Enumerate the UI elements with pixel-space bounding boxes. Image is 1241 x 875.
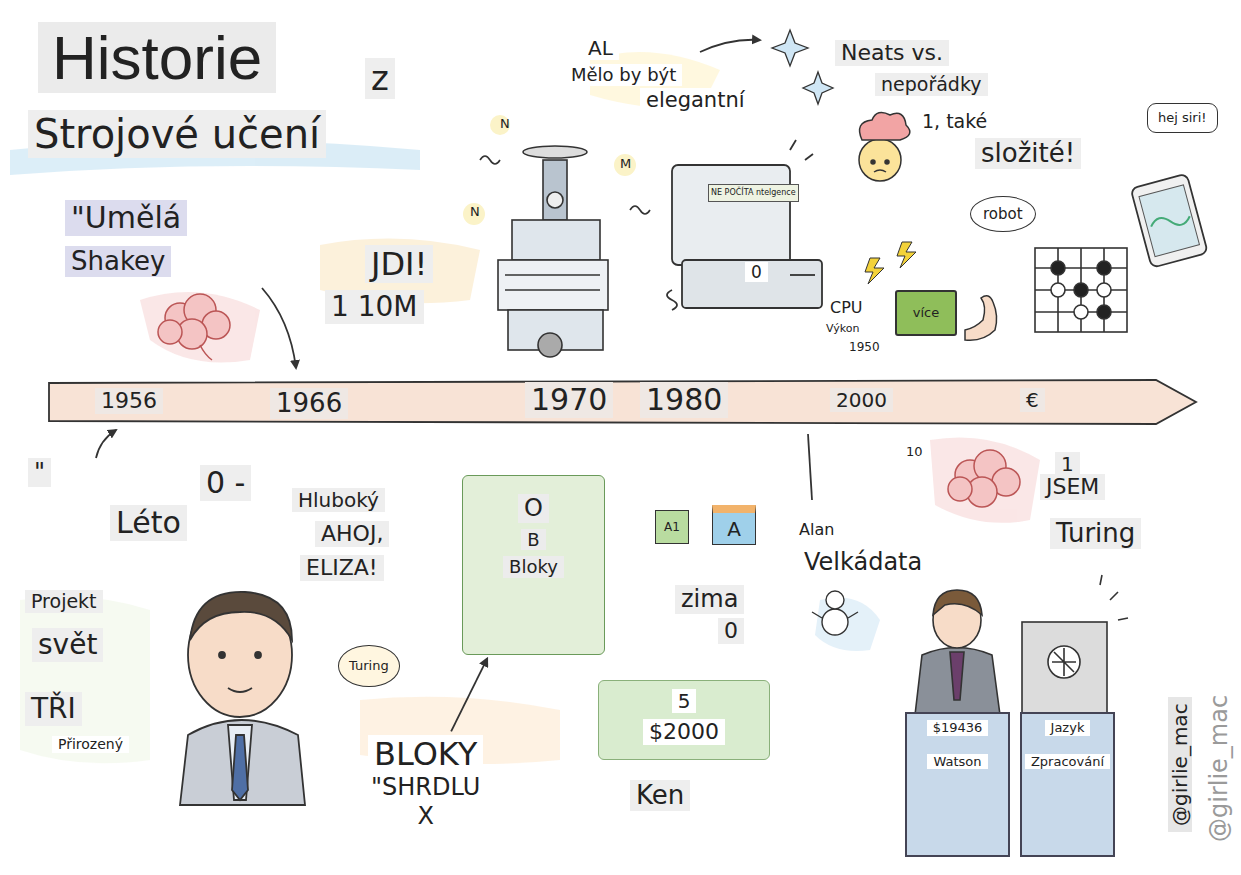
note-label: z <box>365 58 395 99</box>
note-label: N <box>494 116 516 132</box>
note-label: AHOJ, <box>315 521 389 547</box>
phone <box>1131 174 1208 268</box>
node-text: Watson <box>927 754 987 770</box>
money-box: 5 $2000 <box>598 680 770 760</box>
podium: JazykZpracování <box>1020 712 1115 857</box>
node-text: BLOKY <box>368 735 483 773</box>
note-label: "Umělá <box>65 200 187 236</box>
note-label: 0 - <box>200 465 251 501</box>
note-label: 1950 <box>843 340 886 354</box>
node-text: X <box>411 802 439 831</box>
note-label: elegantní <box>640 88 751 113</box>
note-label: M <box>614 156 637 172</box>
podium: $19436Watson <box>905 712 1010 857</box>
speech-bubble: hej siri! <box>1147 103 1218 133</box>
year-label: 2000 <box>830 388 893 412</box>
note-label: svět <box>32 628 103 662</box>
go-board <box>1035 248 1127 332</box>
node-text: hej siri! <box>1158 110 1207 126</box>
note-label: JSEM <box>1040 474 1105 500</box>
note-label: Velkádata <box>798 548 928 577</box>
node-text: $19436 <box>927 720 989 736</box>
connector-arrow <box>451 659 487 732</box>
note-label: nepořádky <box>875 73 988 96</box>
note-label: 1 <box>1055 452 1080 476</box>
note-label: Strojové učení <box>28 110 326 158</box>
note-label: AL <box>582 36 619 60</box>
note-label: N <box>464 204 486 220</box>
speech-box: OB Bloky <box>462 475 605 655</box>
year-label: 1966 <box>270 388 348 419</box>
note-label: Ken <box>630 780 690 811</box>
lightning <box>865 242 916 284</box>
portrait <box>180 592 305 805</box>
contestant <box>915 575 1128 715</box>
note-label: Přirozený <box>52 736 129 753</box>
year-label: 1970 <box>525 382 613 418</box>
note-label: TŘI <box>25 692 82 726</box>
year-label: 1956 <box>95 388 163 414</box>
note-label: Shakey <box>65 246 171 277</box>
caption-patch: BLOKY"SHRDLUX <box>365 735 486 831</box>
speech-bubble: robot <box>970 196 1036 232</box>
note-label: Turing <box>1050 518 1141 549</box>
node-text: Jazyk <box>1045 720 1091 736</box>
note-label: Mělo by být <box>565 64 682 86</box>
watermark: @girlie_mac <box>1205 689 1234 848</box>
note-label: CPU <box>824 298 869 317</box>
node-text: Bloky <box>503 556 564 578</box>
node-text: více <box>913 305 939 321</box>
note-label: Výkon <box>820 322 865 335</box>
node-text: "SHRDLU <box>365 773 486 802</box>
note-label: Neats vs. <box>835 40 949 66</box>
title: Historie <box>38 22 276 93</box>
timeline-arrow <box>49 380 1196 424</box>
note-label: " <box>28 458 51 487</box>
speech-bubble: Turing <box>338 645 400 687</box>
sparkle <box>772 30 833 104</box>
node-text: $2000 <box>643 719 725 745</box>
node-text: NE POČÍTA ntelgence <box>711 188 796 198</box>
note-label: Alan <box>793 520 840 539</box>
note-label: 1 10M <box>325 290 424 324</box>
exploding-head <box>859 112 910 181</box>
note-label: Léto <box>110 505 187 541</box>
toy-block: A1 <box>655 510 689 544</box>
note-label: Hluboký <box>292 488 385 512</box>
monitor-screen: NE POČÍTA ntelgence <box>708 184 799 202</box>
note-label: složité! <box>975 138 1081 169</box>
watermark: @girlie_mac <box>1168 697 1192 832</box>
node-text: O <box>518 494 549 523</box>
note-label: 1, také <box>916 110 993 133</box>
cpu-chip: více <box>895 290 957 336</box>
node-text: A1 <box>664 520 680 534</box>
node-text: 5 <box>672 689 697 713</box>
node-text: B <box>521 529 545 551</box>
shakey-robot <box>463 115 650 357</box>
muscle-arm <box>965 296 997 341</box>
timeline-band: 1956 1966 1970 1980 2000 € <box>48 378 1198 426</box>
note-label: JDI! <box>365 245 433 283</box>
node-text: robot <box>983 205 1023 223</box>
node-text: Zpracování <box>1025 754 1110 770</box>
computer <box>667 140 822 310</box>
node-text: A <box>727 517 741 541</box>
snowman <box>812 591 858 635</box>
note-label: 0 <box>745 262 768 282</box>
note-label: ELIZA! <box>300 555 384 581</box>
node-text: Turing <box>349 658 389 674</box>
toy-block: A <box>712 505 756 545</box>
year-label: € <box>1020 388 1045 412</box>
note-label: 0 <box>718 618 744 644</box>
note-label: Projekt <box>25 590 103 613</box>
year-label: 1980 <box>640 382 728 418</box>
note-label: 10 <box>900 444 929 460</box>
note-label: zima <box>675 585 744 614</box>
